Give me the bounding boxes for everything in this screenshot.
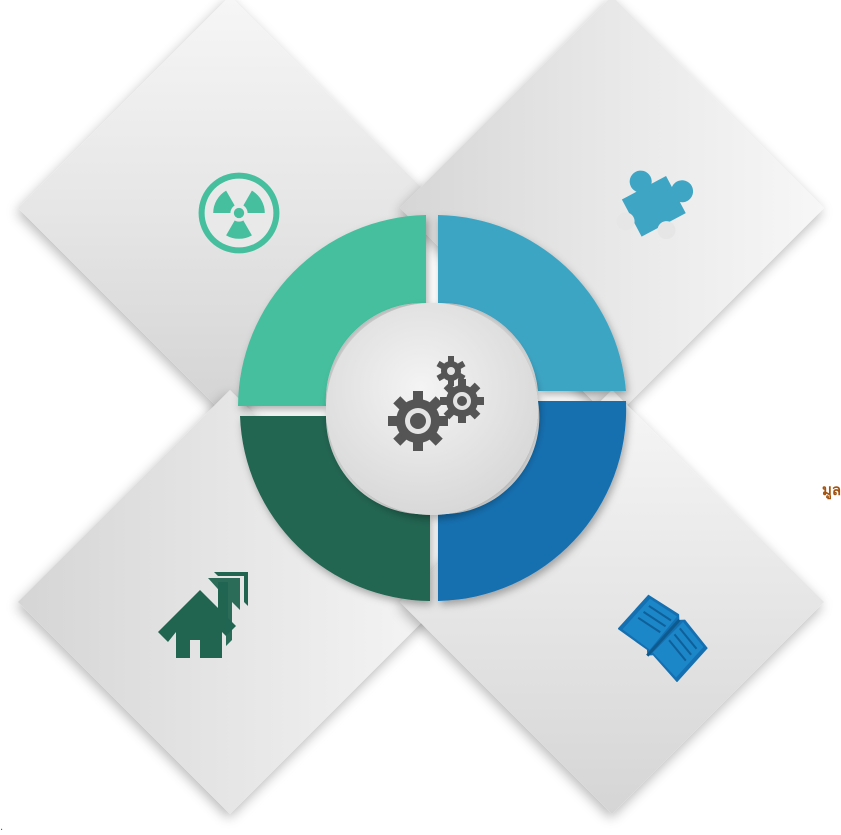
side-label: มูล [822,481,841,499]
book-icon [618,594,708,682]
segment-bottom-left [240,416,430,601]
radiation-icon [198,172,280,254]
house-arrow-icon [158,572,248,658]
segment-top-left [238,215,426,406]
puzzle-icon [616,170,694,240]
gears-icon [388,356,484,451]
segment-bottom-right [438,401,627,601]
cycle-ring [238,215,627,601]
corner-mark: . [0,822,4,833]
segment-top-right [438,215,626,391]
